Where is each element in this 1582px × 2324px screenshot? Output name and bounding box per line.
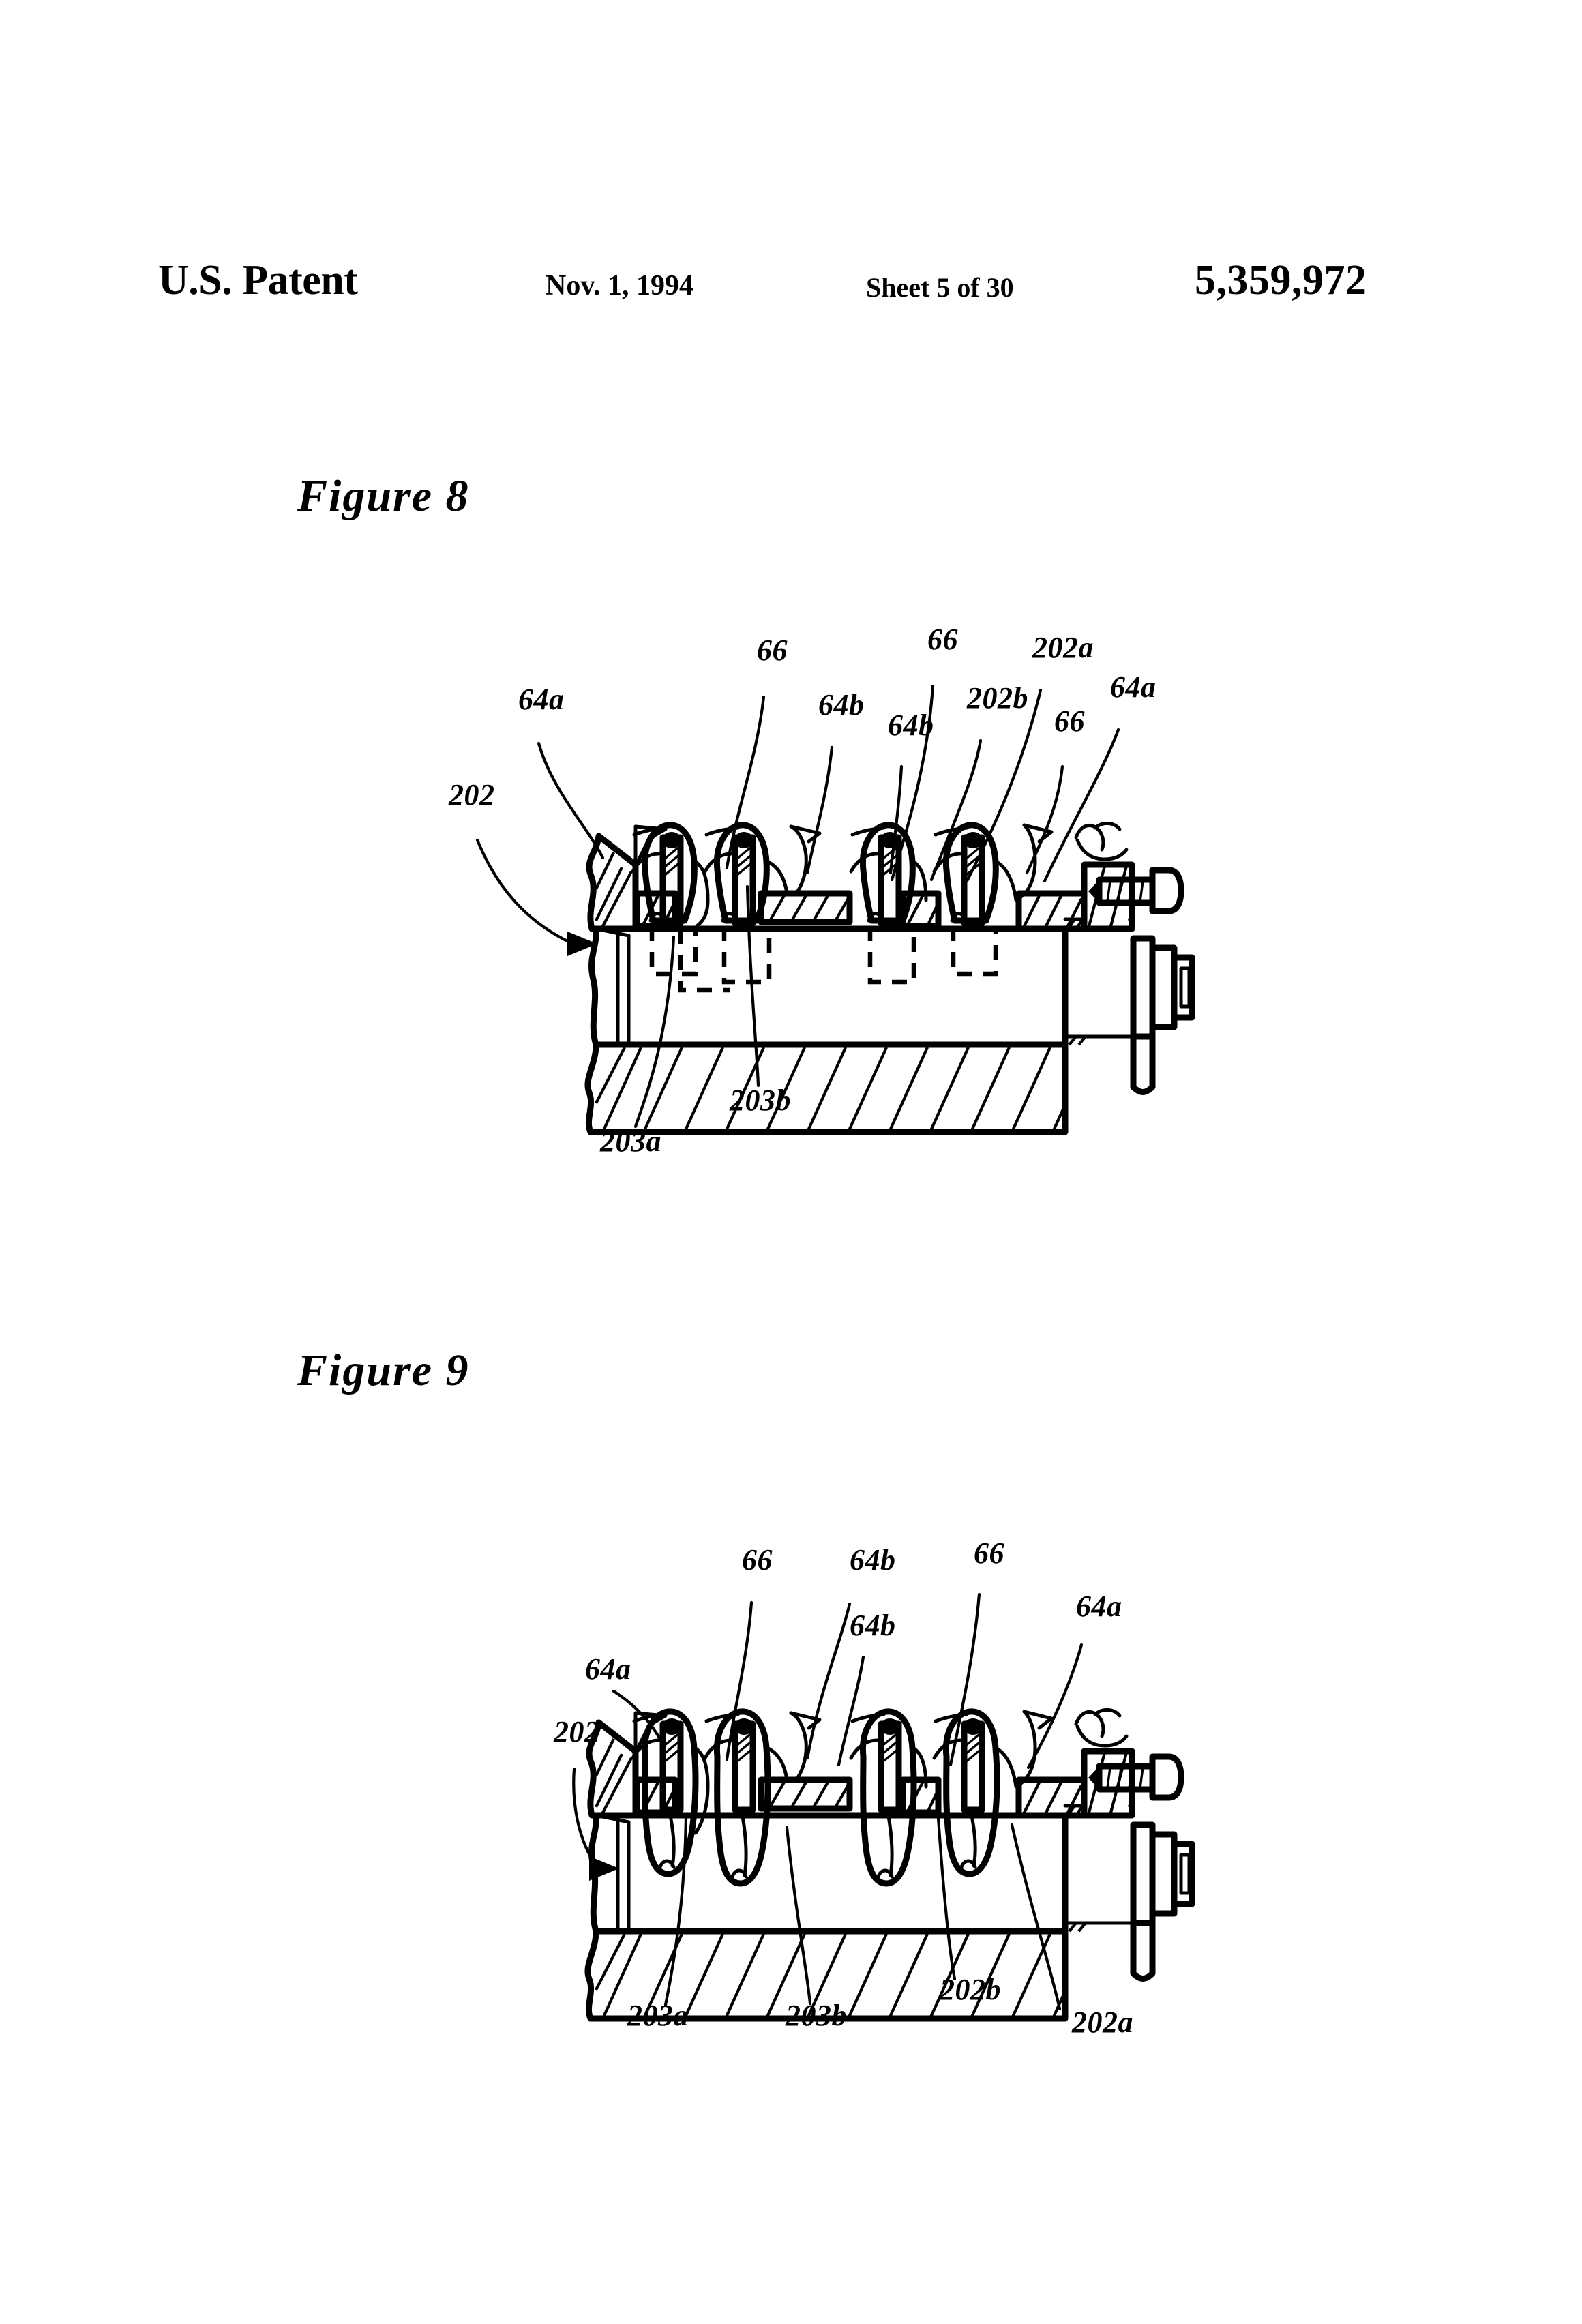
- figure-9-title: Figure 9: [297, 1345, 470, 1395]
- figure-8-callout-labels: 64a 66 64b 64b 66 202b 202a 66 64a 202 2…: [448, 623, 1156, 1158]
- figure-8-label-64b-first: 64b: [818, 688, 865, 721]
- figure-9-base-block: [584, 1928, 1069, 2022]
- figure-9-label-64b-first: 64b: [850, 1543, 896, 1577]
- figure-9-label-203b: 203b: [785, 1999, 847, 2032]
- figure-9-stud-group-3: [849, 1708, 928, 1887]
- figure-9-base-hatching: [595, 1933, 1066, 2019]
- figure-8-break-edges: [633, 823, 1054, 899]
- figure-9-stud-group-4: [932, 1708, 1018, 1877]
- figure-8-label-66-first: 66: [757, 634, 788, 667]
- figure-8-label-202b: 202b: [966, 681, 1028, 715]
- figure-8-label-203a: 203a: [599, 1124, 661, 1158]
- figure-9-fastener-assembly: [1063, 1708, 1195, 1982]
- figure-8-base-hatching: [595, 1047, 1066, 1133]
- figure-8-label-202: 202: [448, 778, 495, 811]
- patent-issue-date: Nov. 1, 1994: [546, 270, 694, 301]
- figure-9-label-202b: 202b: [939, 1973, 1001, 2006]
- figure-9-label-64a-left: 64a: [585, 1652, 631, 1686]
- figure-9-label-203a: 203a: [627, 1999, 689, 2032]
- figure-8-label-64b-second: 64b: [888, 709, 934, 742]
- figure-9-label-66-second: 66: [974, 1536, 1004, 1570]
- figure-9-label-202: 202: [553, 1715, 600, 1748]
- figure-8-stud-group-4: [932, 822, 1018, 977]
- figure-8-fastener-assembly: [1063, 822, 1195, 1095]
- figure-8-label-66-third: 66: [1054, 704, 1085, 738]
- figure-8-callout-202-arrow: [475, 838, 597, 956]
- figure-8-title: Figure 8: [297, 471, 470, 521]
- figure-8-label-203b: 203b: [729, 1084, 791, 1117]
- patent-sheet-number: Sheet 5 of 30: [866, 272, 1014, 303]
- figure-8-label-66-second: 66: [927, 623, 958, 656]
- patent-office-label: U.S. Patent: [158, 257, 358, 303]
- patent-number: 5,359,972: [1195, 257, 1367, 303]
- patent-page-header: U.S. Patent Nov. 1, 1994 Sheet 5 of 30 5…: [0, 130, 1582, 303]
- figure-8-drawing: 64a 66 64b 64b 66 202b 202a 66 64a 202 2…: [0, 600, 1582, 1227]
- figure-8-stud-group-2: [703, 822, 789, 985]
- figure-8-stud-group-1: [631, 822, 730, 993]
- figure-8-label-202a: 202a: [1032, 631, 1094, 664]
- figure-8-base-block: [584, 1041, 1069, 1135]
- figure-8-label-64a-right: 64a: [1110, 670, 1156, 704]
- figure-9-label-66-first: 66: [742, 1543, 773, 1577]
- figure-9-label-64a-right: 64a: [1076, 1590, 1122, 1623]
- figure-9-upper-rail: [586, 1719, 1088, 1819]
- figure-8-label-64a-left: 64a: [518, 683, 565, 716]
- figure-8-svg: 64a 66 64b 64b 66 202b 202a 66 64a 202 2…: [448, 623, 1195, 1158]
- figure-9-leader-lines: [612, 1592, 1084, 1770]
- figure-8-mid-band: [588, 925, 1069, 1048]
- figure-9-drawing: 66 64b 64b 66 64a 64a 202 203a 203b 202b…: [0, 1487, 1582, 2114]
- figure-9-label-64b-second: 64b: [850, 1609, 896, 1642]
- figure-9-stud-group-2: [703, 1708, 789, 1887]
- figure-9-label-202a: 202a: [1071, 2006, 1133, 2039]
- figure-9-callout-labels: 66 64b 64b 66 64a 64a 202 203a 203b 202b…: [553, 1536, 1133, 2039]
- figure-9-svg: 66 64b 64b 66 64a 64a 202 203a 203b 202b…: [553, 1536, 1195, 2039]
- figure-9-break-edges: [633, 1710, 1054, 1786]
- figure-8-stud-group-3: [849, 822, 928, 985]
- figure-8-leader-lines: [537, 684, 1120, 883]
